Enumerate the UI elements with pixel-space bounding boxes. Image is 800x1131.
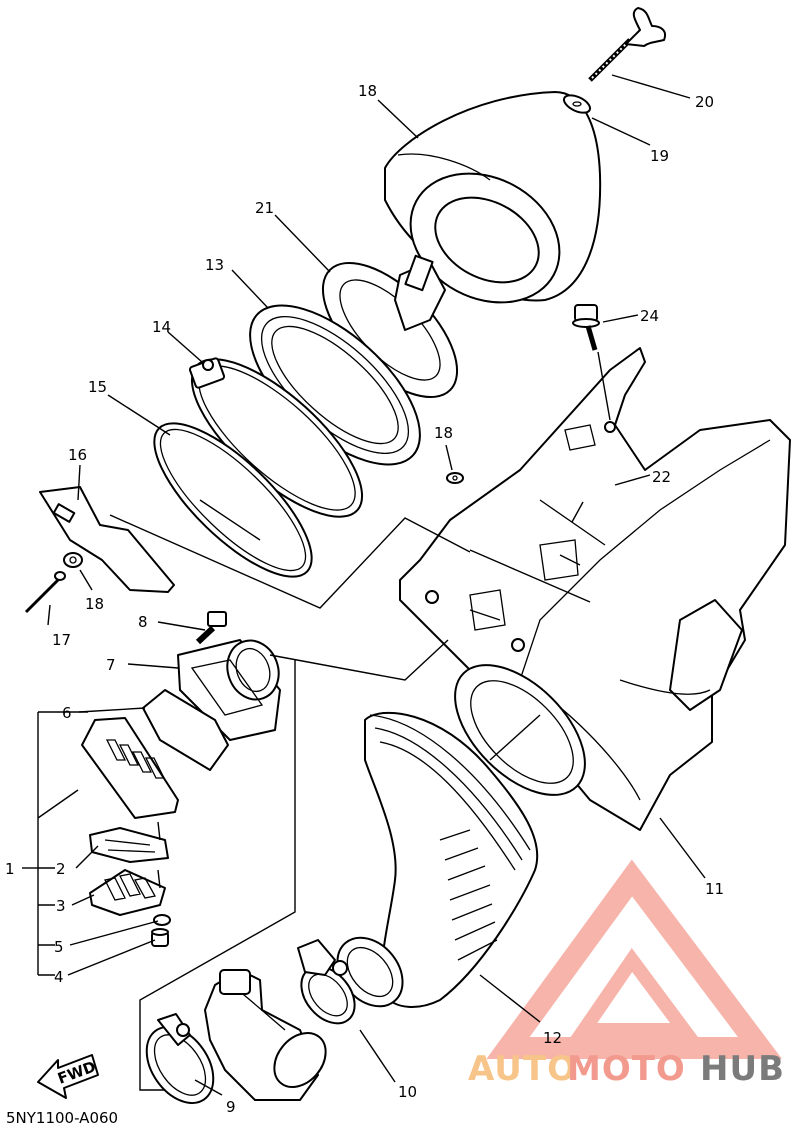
watermark-logo <box>486 859 783 1059</box>
bolt-8 <box>195 611 227 645</box>
washer-18-right <box>446 472 464 484</box>
callout-13: 13 <box>205 256 224 274</box>
washer-18-left <box>63 552 83 568</box>
watermark-text: AUTO MOTO HUB <box>468 1049 785 1089</box>
callout-10: 10 <box>398 1083 417 1101</box>
rivet-17 <box>24 571 66 614</box>
bolt-24 <box>572 304 600 351</box>
callout-labels: 18 19 20 21 13 14 15 16 18 24 22 18 17 8… <box>5 82 724 1116</box>
intake-manifold <box>177 639 281 741</box>
callout-16: 16 <box>68 446 87 464</box>
screw-4 <box>151 928 169 947</box>
air-filter-element <box>384 91 602 304</box>
carburetor-joint <box>297 936 404 1025</box>
callout-2: 2 <box>56 860 66 878</box>
callout-11: 11 <box>705 880 724 898</box>
callout-20: 19 <box>650 147 669 165</box>
callout-14: 14 <box>152 318 171 336</box>
assembly-brackets <box>22 514 591 1091</box>
reed-2 <box>89 827 169 863</box>
callout-23: 22 <box>652 468 671 486</box>
callout-18-right: 18 <box>434 424 453 442</box>
callout-9: 9 <box>226 1098 236 1116</box>
watermark-word-moto: MOTO <box>567 1049 686 1089</box>
carburetor <box>204 969 327 1101</box>
reed-stopper-3 <box>89 869 166 916</box>
plate-16 <box>39 486 175 593</box>
watermark-word-hub: HUB <box>700 1049 785 1089</box>
callout-6: 6 <box>62 704 72 722</box>
watermark-word-auto: AUTO <box>468 1049 577 1089</box>
callout-22: 21 <box>255 199 274 217</box>
wing-bolt-21 <box>588 7 666 82</box>
callout-8: 8 <box>138 613 148 631</box>
filter-guide <box>321 254 459 399</box>
callout-5: 5 <box>54 938 64 956</box>
leader-lines <box>47 74 706 1096</box>
fwd-arrow: FWD <box>37 1054 99 1099</box>
callout-4: 4 <box>54 968 64 986</box>
diagram-code: 5NY1100-A060 <box>6 1109 118 1127</box>
clamp-9 <box>145 1013 215 1104</box>
callout-18-left: 18 <box>85 595 104 613</box>
washer-20 <box>562 94 592 114</box>
air-filter-case <box>399 347 791 831</box>
callout-1: 1 <box>5 860 15 878</box>
callout-15: 15 <box>88 378 107 396</box>
callout-7: 7 <box>106 656 116 674</box>
callout-24: 24 <box>640 307 659 325</box>
callout-12: 12 <box>543 1029 562 1047</box>
reed-valve-case <box>81 689 229 819</box>
callout-19: 18 <box>358 82 377 100</box>
air-filter-joint <box>364 711 539 1008</box>
callout-21: 20 <box>695 93 714 111</box>
callout-17: 17 <box>52 631 71 649</box>
washer-5 <box>153 914 171 926</box>
callout-3: 3 <box>56 897 66 915</box>
